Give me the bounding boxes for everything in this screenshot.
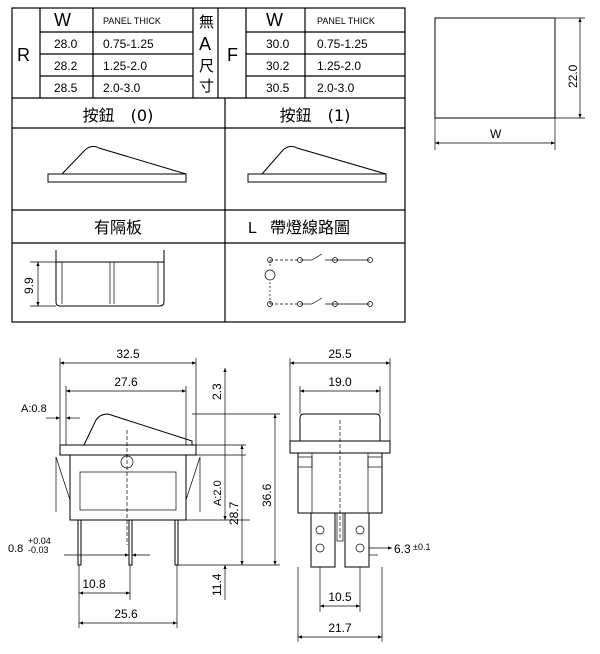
r-row-1-w: 28.0 — [54, 37, 78, 51]
tol-plus-label: +0.04 — [28, 536, 51, 546]
f-row-3-panel: 2.0-3.0 — [317, 81, 355, 95]
middle-label-1: 無 — [199, 13, 214, 31]
partition-drawing: 9.9 — [22, 250, 165, 307]
f-row-2-w: 30.2 — [266, 59, 290, 73]
r-letter: R — [17, 45, 30, 65]
front-inner-width-label: 27.6 — [114, 375, 138, 389]
r-panel-header: PANEL THICK — [103, 16, 161, 26]
lamp-wiring-diagram — [264, 253, 373, 307]
side-base-width-label: 21.7 — [328, 621, 352, 635]
rocker-position-0-drawing — [47, 145, 187, 183]
lamp-title: 帶燈線路圖 — [270, 218, 350, 237]
side-width-label: 25.5 — [328, 347, 352, 361]
top-gap-label: 2.3 — [210, 383, 224, 400]
terminal-thickness-label: 0.8 — [8, 543, 23, 555]
middle-label-4: 寸 — [199, 77, 214, 95]
f-letter: F — [227, 45, 238, 65]
panel-cutout: 22.0 W — [434, 17, 585, 150]
f-row-3-w: 30.5 — [266, 81, 290, 95]
partition-title: 有隔板 — [94, 218, 142, 237]
a-offset-label: A:0.8 — [21, 403, 47, 415]
f-row-1-panel: 0.75-1.25 — [317, 37, 368, 51]
side-pin-spacing-label: 10.5 — [328, 590, 352, 604]
total-height-label: 36.6 — [260, 483, 274, 507]
terminal-length-label: 11.4 — [210, 573, 224, 596]
r-w-header: W — [54, 10, 71, 30]
a-height-label: A:2.0 — [212, 480, 224, 506]
front-width-label: 32.5 — [116, 347, 140, 361]
f-row-2-panel: 1.25-2.0 — [317, 59, 361, 73]
r-row-3-w: 28.5 — [54, 81, 78, 95]
r-row-1-panel: 0.75-1.25 — [103, 37, 154, 51]
spec-table: R W PANEL THICK 28.0 0.75-1.25 28.2 1.25… — [11, 7, 406, 323]
r-row-2-w: 28.2 — [54, 59, 78, 73]
middle-label-2: A — [199, 34, 211, 54]
front-base-width-label: 25.6 — [114, 607, 138, 621]
button-0-title: 按鈕 (0) — [83, 106, 154, 125]
terminal-width-tol: ±0.1 — [413, 542, 430, 552]
side-inner-width-label: 19.0 — [328, 375, 352, 389]
body-height-label: 28.7 — [227, 501, 241, 525]
side-view: 25.5 19.0 6.3 ±0.1 10.5 21.7 — [289, 347, 430, 642]
r-row-2-panel: 1.25-2.0 — [103, 59, 147, 73]
f-panel-header: PANEL THICK — [317, 16, 375, 26]
f-row-1-w: 30.0 — [266, 37, 290, 51]
f-w-header: W — [266, 10, 283, 30]
cutout-height-label: 22.0 — [566, 64, 580, 88]
front-pin-spacing-label: 10.8 — [82, 577, 106, 591]
partition-height-label: 9.9 — [22, 277, 36, 294]
cutout-width-label: W — [490, 127, 502, 141]
tol-minus-label: -0.03 — [28, 545, 49, 555]
button-1-title: 按鈕 (1) — [280, 106, 351, 125]
middle-label-3: 尺 — [199, 57, 214, 75]
rocker-position-1-drawing — [247, 145, 387, 183]
lamp-title-letter: L — [248, 220, 257, 237]
terminal-width-label: 6.3 — [394, 542, 411, 556]
front-view: 32.5 27.6 A:0.8 2.3 A:2.0 28.7 36.6 11.4… — [8, 347, 280, 628]
r-row-3-panel: 2.0-3.0 — [103, 81, 141, 95]
